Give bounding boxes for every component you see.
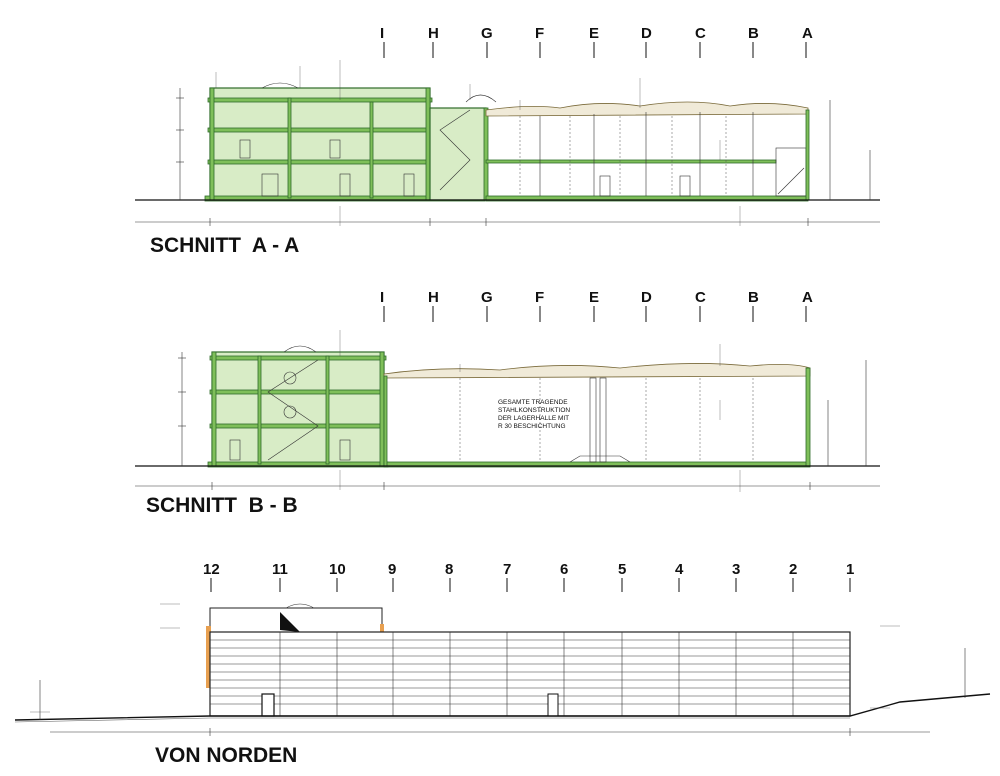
axis-label-d: D: [641, 25, 652, 42]
axis-label-i: I: [380, 25, 384, 42]
axis-label-1: 1: [846, 561, 854, 578]
axis-label-10: 10: [329, 561, 346, 578]
steel-note-line-2: STAHLKONSTRUKTION: [498, 407, 570, 414]
elevation-grid-ticks: [210, 578, 851, 592]
elevation-title: VON NORDEN: [155, 744, 297, 767]
section-b-dimension-line: [135, 482, 880, 490]
section-a-dimension-line: [135, 218, 880, 226]
elevation-terrain: [14, 648, 991, 723]
section-b-title: SCHNITT B - B: [146, 494, 298, 517]
axis-label-4: 4: [675, 561, 684, 578]
axis-label-i: I: [380, 289, 384, 306]
elevation-axis-labels: 12 11 10 9 8 7 6 5 4 3 2 1: [203, 561, 854, 578]
axis-label-6: 6: [560, 561, 568, 578]
axis-label-12: 12: [203, 561, 220, 578]
elevation-office-volume: [206, 603, 384, 688]
elevation-north: 12 11 10 9 8 7 6 5 4 3 2 1: [14, 561, 991, 767]
elevation-annotations: [30, 603, 900, 713]
section-a-grid-ticks: [383, 42, 807, 58]
section-b-axis-labels: I H G F E D C B A: [380, 289, 813, 306]
axis-label-11: 11: [272, 561, 288, 578]
elevation-dimension-line: [50, 728, 930, 736]
facade-horizontal-lines: [210, 639, 850, 705]
axis-label-f: F: [535, 25, 544, 42]
facade-grid-lines: [279, 632, 794, 716]
axis-label-g: G: [481, 25, 493, 42]
axis-label-e: E: [589, 25, 599, 42]
axis-label-h: H: [428, 25, 439, 42]
stair-tower-roof: [280, 612, 300, 632]
axis-label-a: A: [802, 289, 813, 306]
axis-label-8: 8: [445, 561, 453, 578]
axis-label-b: B: [748, 289, 759, 306]
steel-note-line-3: DER LAGERHALLE MIT: [498, 415, 569, 422]
axis-label-9: 9: [388, 561, 396, 578]
section-a-level-markers: [176, 88, 871, 200]
section-b-grid-ticks: [383, 306, 807, 322]
service-door: [547, 693, 559, 717]
section-b-b: I H G F E D C B A: [135, 289, 880, 517]
orange-facade-strip-left: [206, 626, 211, 688]
axis-label-h: H: [428, 289, 439, 306]
axis-label-d: D: [641, 289, 652, 306]
steel-note-line-1: GESAMTE TRAGENDE: [498, 399, 568, 406]
axis-label-c: C: [695, 289, 706, 306]
axis-label-b: B: [748, 25, 759, 42]
axis-label-c: C: [695, 25, 706, 42]
section-b-annotations: [339, 330, 741, 492]
elevation-facade: [209, 631, 851, 717]
axis-label-e: E: [589, 289, 599, 306]
axis-label-g: G: [481, 289, 493, 306]
axis-label-a: A: [802, 25, 813, 42]
axis-label-3: 3: [732, 561, 740, 578]
section-b-warehouse-hall: [383, 363, 811, 468]
steel-note-line-4: R 30 BESCHICHTUNG: [498, 423, 566, 430]
section-a-office-block: [204, 82, 497, 202]
axis-label-f: F: [535, 289, 544, 306]
section-a-warehouse-hall: [485, 101, 810, 202]
section-a-axis-labels: I H G F E D C B A: [380, 25, 813, 42]
axis-label-2: 2: [789, 561, 797, 578]
orange-facade-strip-right: [380, 624, 384, 632]
section-a-title: SCHNITT A - A: [150, 234, 299, 257]
section-b-steel-note: GESAMTE TRAGENDE STAHLKONSTRUKTION DER L…: [498, 399, 570, 430]
axis-label-7: 7: [503, 561, 511, 578]
entrance-door: [261, 693, 275, 717]
axis-label-5: 5: [618, 561, 626, 578]
section-b-level-markers: [178, 352, 867, 466]
section-a-a: I H G F E D C B A: [135, 25, 880, 257]
section-a-annotations: [215, 60, 741, 226]
section-b-office-block: [207, 345, 389, 468]
